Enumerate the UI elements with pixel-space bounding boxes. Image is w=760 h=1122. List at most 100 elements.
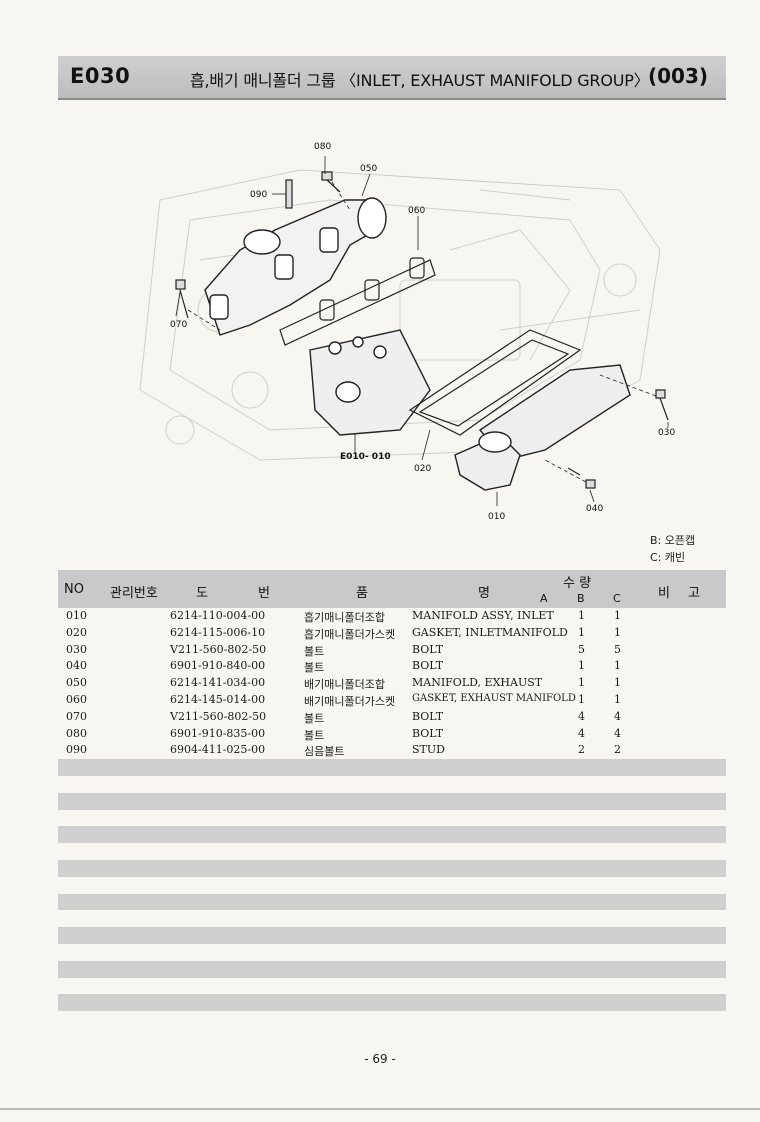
- table-row: 080 6901-910-835-00 볼트 BOLT 4 4: [58, 726, 726, 743]
- row-qty-c: 1: [614, 659, 621, 673]
- inlet-manifold-assy: [454, 364, 631, 491]
- row-name-kr: 배기매니폴더조합: [304, 678, 385, 692]
- col-drawing-1: 도: [196, 586, 208, 601]
- table-row: 090 6904-411-025-00 심음볼트 STUD 2 2: [58, 742, 726, 759]
- row-name-en: GASKET, INLETMANIFOLD: [412, 625, 568, 639]
- section-code: E030: [70, 64, 131, 88]
- row-qty-c: 4: [614, 726, 621, 740]
- callout-080: 080: [314, 142, 332, 152]
- table-row: 030 V211-560-802-50 볼트 BOLT 5 5: [58, 642, 726, 659]
- leader-lines: [187, 181, 657, 483]
- row-qty-b: 1: [578, 692, 585, 706]
- section-title: 흡,배기 매니폴더 그룹 〈INLET, EXHAUST MANIFOLD GR…: [190, 71, 650, 90]
- row-name-kr: 볼트: [304, 661, 325, 675]
- table-row: 050 6214-141-034-00 배기매니폴더조합 MANIFOLD, E…: [58, 675, 726, 692]
- callout-070: 070: [170, 320, 188, 330]
- row-part-number: 6214-145-014-00: [170, 692, 266, 706]
- empty-row: [58, 1011, 726, 1028]
- empty-row: [58, 810, 726, 827]
- diagram-drawing: [139, 156, 669, 506]
- row-qty-b: 1: [578, 609, 585, 622]
- row-part-number: 6214-115-006-10: [170, 625, 266, 639]
- empty-table-rows: [58, 759, 726, 1028]
- row-no: 030: [66, 642, 87, 656]
- row-part-number: V211-560-802-50: [170, 642, 267, 656]
- callout-050: 050: [360, 164, 378, 174]
- callout-060: 060: [408, 206, 426, 216]
- section-page-code: (003): [647, 64, 708, 88]
- row-qty-b: 5: [578, 642, 585, 656]
- empty-row: [58, 776, 726, 793]
- row-part-number: 6901-910-840-00: [170, 659, 266, 673]
- row-name-kr: 볼트: [304, 711, 325, 725]
- empty-row: [58, 843, 726, 860]
- row-part-number: 6214-141-034-00: [170, 676, 266, 690]
- col-qty-a: A: [540, 592, 548, 605]
- row-name-en: BOLT: [412, 642, 444, 656]
- empty-row: [58, 893, 726, 911]
- row-name-kr: 흡기매니폴더가스켓: [304, 627, 396, 641]
- row-part-number: 6904-411-025-00: [170, 743, 266, 757]
- row-name-kr: 볼트: [304, 728, 325, 742]
- row-qty-c: 1: [614, 676, 621, 690]
- col-name-2: 명: [478, 586, 490, 601]
- row-qty-b: 4: [578, 726, 585, 740]
- row-qty-b: 1: [578, 659, 585, 673]
- table-row: 060 6214-145-014-00 배기매니폴더가스켓 GASKET, EX…: [58, 692, 726, 709]
- table-row: 040 6901-910-840-00 볼트 BOLT 1 1: [58, 658, 726, 675]
- row-no: 050: [66, 676, 87, 690]
- empty-row: [58, 877, 726, 894]
- row-qty-b: 2: [578, 743, 585, 757]
- empty-row: [58, 759, 726, 776]
- table-body: 010 6214-110-004-00 흡기매니폴더조합 MANIFOLD AS…: [58, 608, 726, 759]
- table-row: 020 6214-115-006-10 흡기매니폴더가스켓 GASKET, IN…: [58, 625, 726, 642]
- note-c-cabin: C: 캐빈: [650, 551, 686, 564]
- row-name-en: BOLT: [412, 709, 444, 723]
- empty-row: [58, 944, 726, 961]
- row-no: 020: [66, 625, 87, 639]
- row-name-en: BOLT: [412, 726, 444, 740]
- row-no: 060: [66, 692, 87, 706]
- row-qty-c: 2: [614, 743, 621, 757]
- callout-090: 090: [250, 190, 268, 200]
- row-name-en: BOLT: [412, 659, 444, 673]
- empty-row: [58, 927, 726, 944]
- callout-040: 040: [586, 504, 604, 514]
- row-qty-b: 1: [578, 676, 585, 690]
- col-mgmt-no: 관리번호: [110, 586, 158, 601]
- footer-divider: [0, 1108, 760, 1110]
- row-name-kr: 흡기매니폴더조합: [304, 611, 385, 624]
- callout-020: 020: [414, 464, 432, 474]
- empty-row: [58, 960, 726, 978]
- col-no: NO: [64, 582, 84, 597]
- empty-row: [58, 859, 726, 877]
- exhaust-manifold: [204, 197, 387, 336]
- callout-e010-010: E010- 010: [340, 452, 391, 462]
- parts-table: NO 관리번호 도 번 품 명 수 량 A B C 비 고 010 6214-1…: [58, 570, 726, 1028]
- empty-row: [58, 826, 726, 844]
- row-part-number: 6214-110-004-00: [170, 609, 266, 622]
- exploded-parts-diagram: 080 050 090 060 070 030 E010- 010 020 01…: [100, 130, 700, 530]
- row-name-kr: 심음볼트: [304, 745, 345, 759]
- row-qty-c: 1: [614, 609, 621, 622]
- bolts: [175, 171, 669, 489]
- callout-010: 010: [488, 512, 506, 522]
- empty-row: [58, 978, 726, 995]
- col-remark-2: 고: [688, 586, 700, 601]
- table-row: 010 6214-110-004-00 흡기매니폴더조합 MANIFOLD AS…: [58, 608, 726, 625]
- inlet-manifold: [309, 329, 431, 436]
- row-name-en: GASKET, EXHAUST MANIFOLD: [412, 692, 576, 704]
- col-qty-b: B: [577, 592, 585, 605]
- row-part-number: 6901-910-835-00: [170, 726, 266, 740]
- col-qty: 수 량: [563, 576, 592, 591]
- section-header: E030 흡,배기 매니폴더 그룹 〈INLET, EXHAUST MANIFO…: [58, 56, 726, 100]
- row-qty-c: 4: [614, 709, 621, 723]
- row-no: 070: [66, 709, 87, 723]
- note-b-open-cab: B: 오픈캡: [650, 534, 696, 547]
- callout-lines: [175, 156, 669, 506]
- row-name-en: STUD: [412, 743, 445, 757]
- row-qty-b: 1: [578, 625, 585, 639]
- col-remark-1: 비: [658, 586, 670, 601]
- empty-row: [58, 994, 726, 1012]
